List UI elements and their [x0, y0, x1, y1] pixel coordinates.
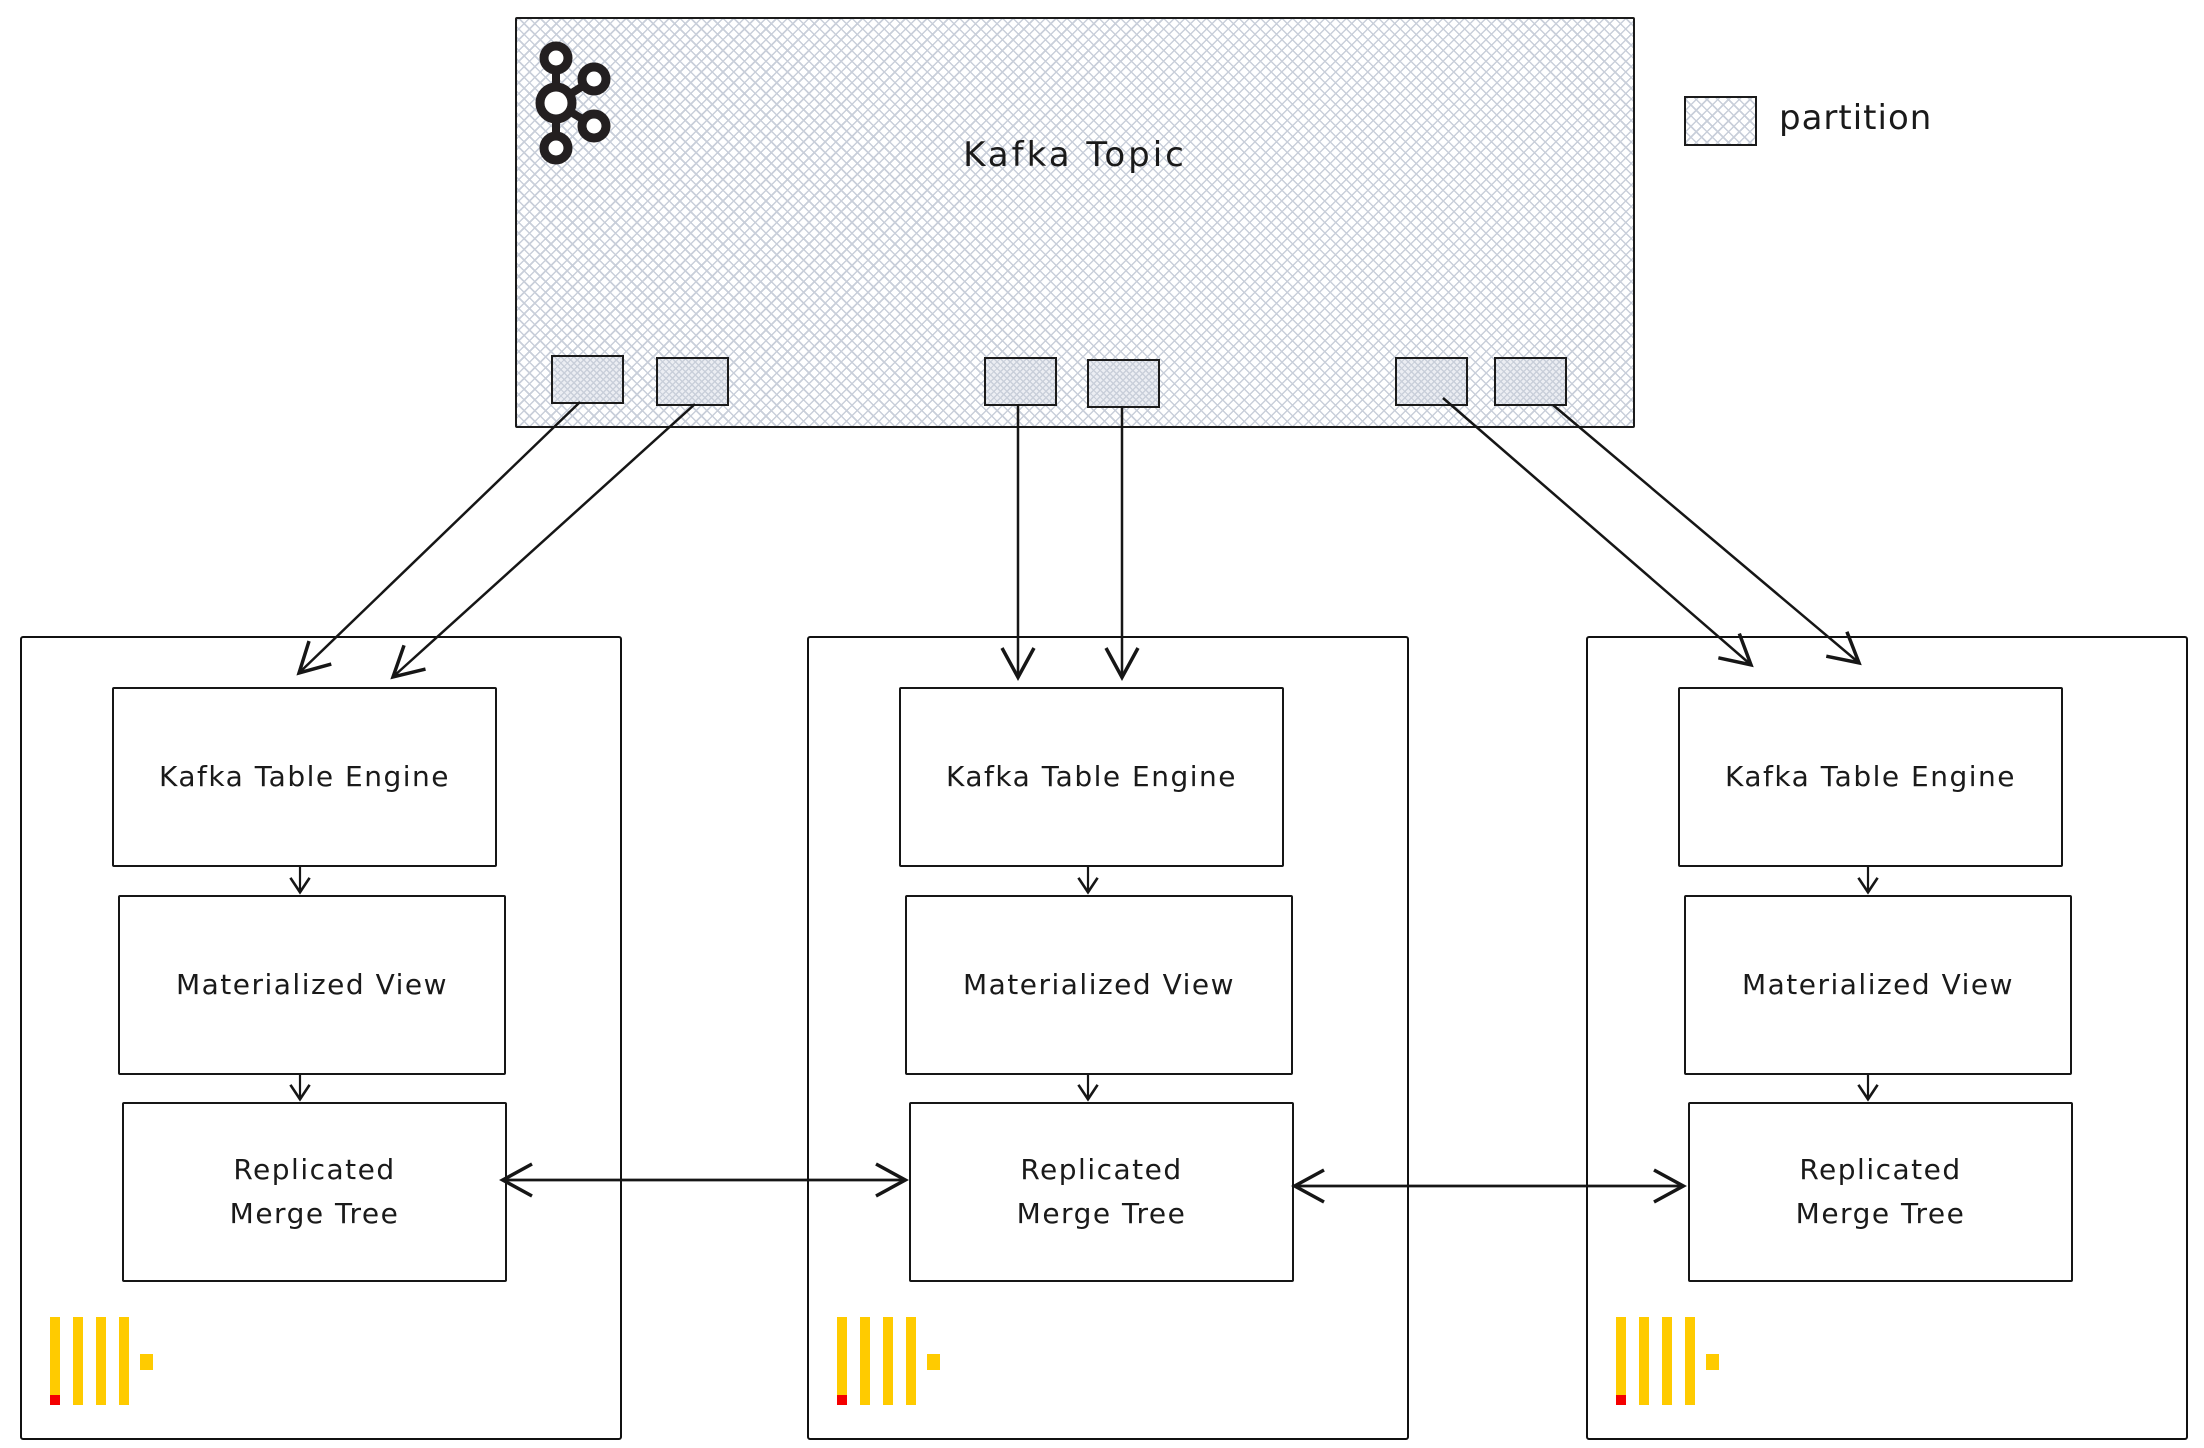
kafka-table-engine-box: Kafka Table Engine — [1678, 687, 2063, 867]
replicated-merge-tree-label-line1: Replicated — [233, 1153, 396, 1186]
kafka-topic-title: Kafka Topic — [963, 135, 1187, 175]
kafka-table-engine-label: Kafka Table Engine — [946, 760, 1237, 793]
legend-label: partition — [1779, 98, 1933, 138]
partition-box — [1395, 357, 1468, 406]
materialized-view-box: Materialized View — [1684, 895, 2072, 1075]
replicated-merge-tree-label-line2: Merge Tree — [1016, 1197, 1187, 1230]
kafka-table-engine-label: Kafka Table Engine — [1725, 760, 2016, 793]
partition-box — [1494, 357, 1567, 406]
clickhouse-logo-icon — [50, 1317, 153, 1405]
replicated-merge-tree-label-line2: Merge Tree — [1795, 1197, 1966, 1230]
kafka-table-engine-box: Kafka Table Engine — [899, 687, 1284, 867]
replicated-merge-tree-box: Replicated Merge Tree — [909, 1102, 1294, 1282]
kafka-table-engine-label: Kafka Table Engine — [159, 760, 450, 793]
materialized-view-box: Materialized View — [118, 895, 506, 1075]
materialized-view-box: Materialized View — [905, 895, 1293, 1075]
clickhouse-logo-icon — [1616, 1317, 1719, 1405]
materialized-view-label: Materialized View — [1741, 968, 2015, 1001]
clickhouse-node-2: Kafka Table Engine Materialized View Rep… — [807, 636, 1409, 1440]
replicated-merge-tree-label-line1: Replicated — [1799, 1153, 1962, 1186]
replicated-merge-tree-box: Replicated Merge Tree — [1688, 1102, 2073, 1282]
partition-box — [656, 357, 729, 406]
partition-box — [551, 355, 624, 404]
replicated-merge-tree-label-line2: Merge Tree — [229, 1197, 400, 1230]
kafka-logo-icon — [535, 41, 611, 165]
replicated-merge-tree-label-line1: Replicated — [1020, 1153, 1183, 1186]
replicated-merge-tree-box: Replicated Merge Tree — [122, 1102, 507, 1282]
partition-box — [984, 357, 1057, 406]
clickhouse-logo-icon — [837, 1317, 940, 1405]
materialized-view-label: Materialized View — [962, 968, 1236, 1001]
clickhouse-node-1: Kafka Table Engine Materialized View Rep… — [20, 636, 622, 1440]
partition-swatch-icon — [1684, 96, 1757, 146]
partition-box — [1087, 359, 1160, 408]
kafka-table-engine-box: Kafka Table Engine — [112, 687, 497, 867]
kafka-topic-box: Kafka Topic — [515, 17, 1635, 428]
partition-to-node-arrows — [296, 397, 1862, 681]
clickhouse-node-3: Kafka Table Engine Materialized View Rep… — [1586, 636, 2188, 1440]
materialized-view-label: Materialized View — [175, 968, 449, 1001]
